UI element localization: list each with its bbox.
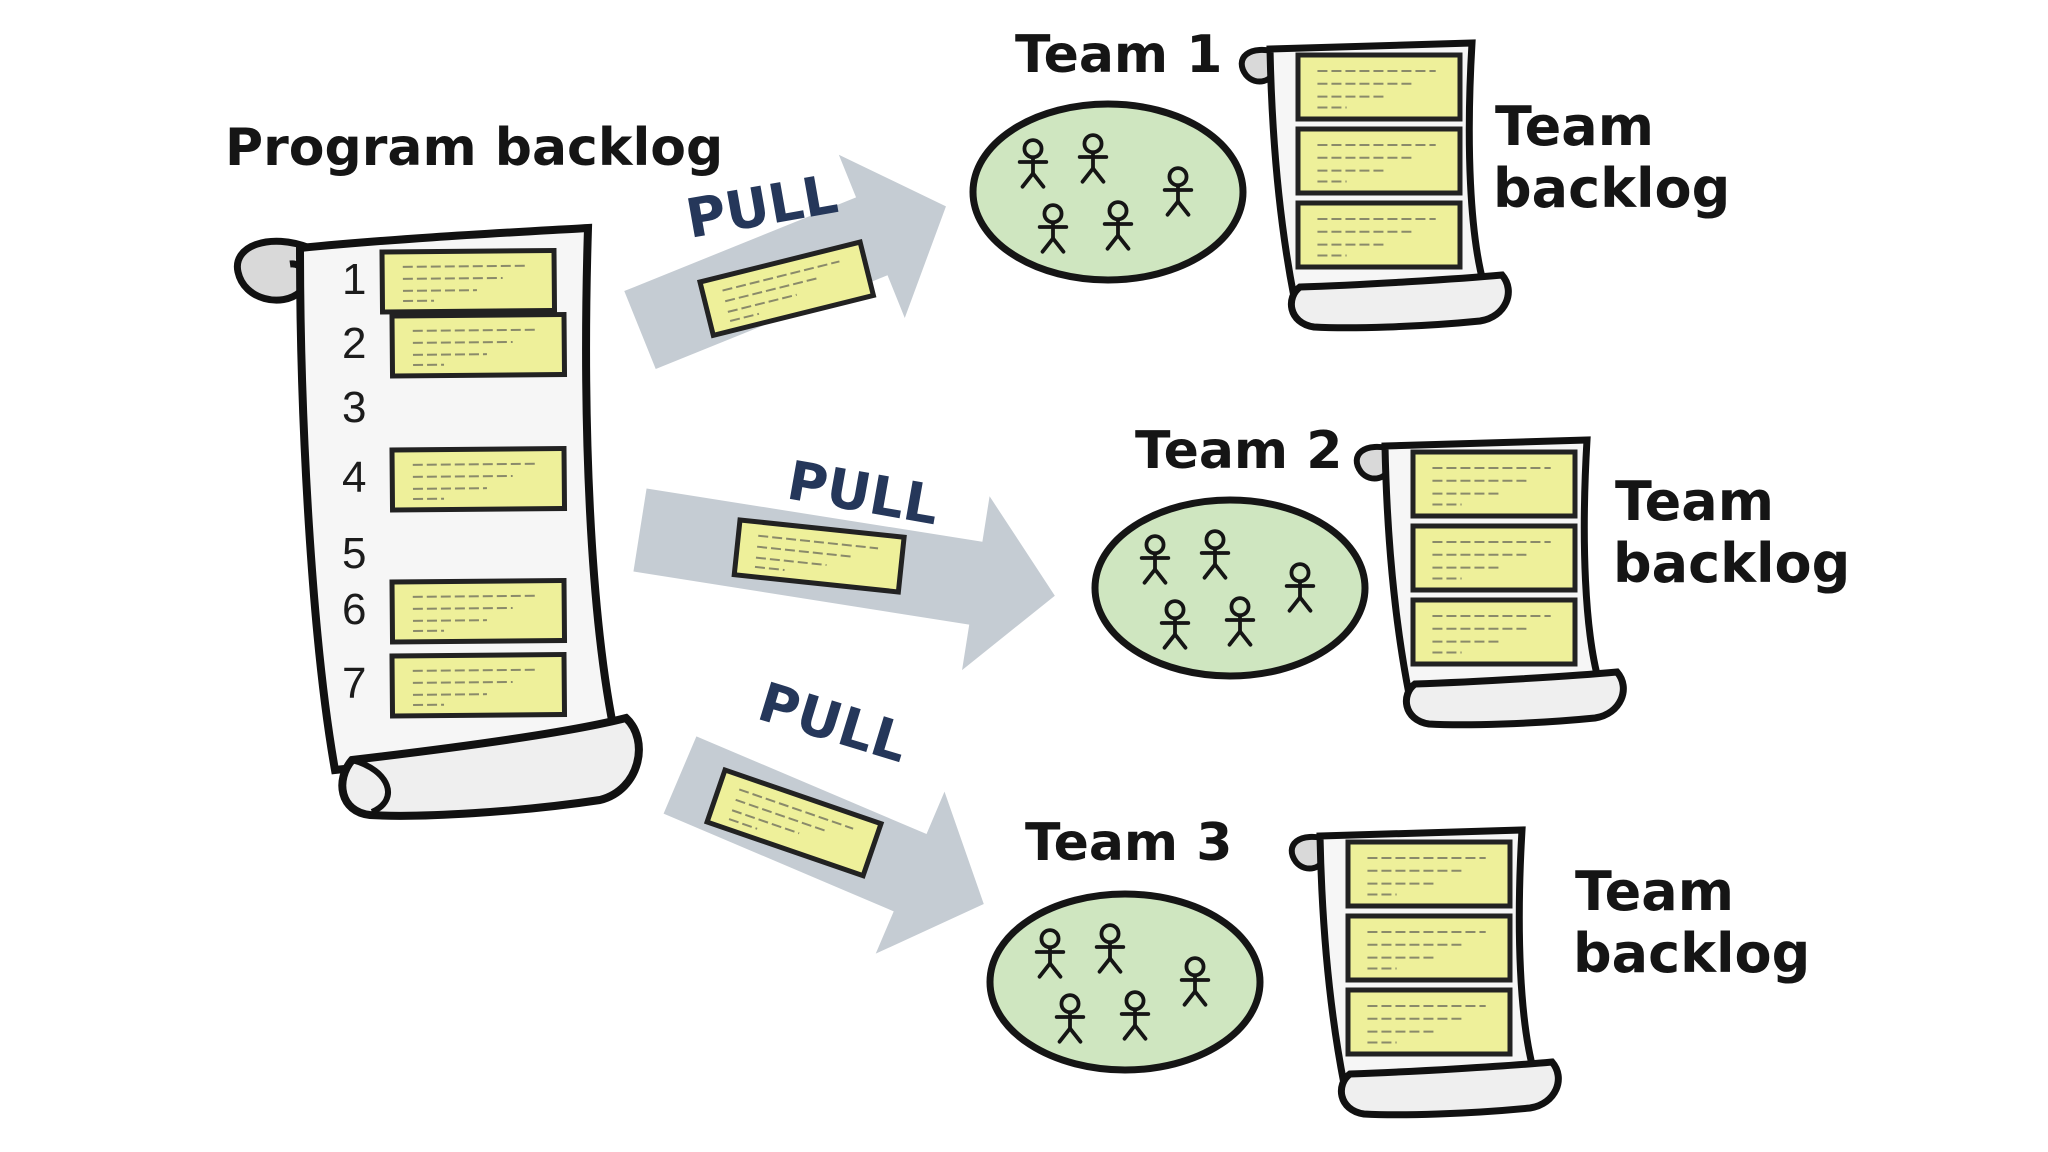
program-backlog-card xyxy=(389,651,568,719)
team-backlog-card xyxy=(1410,523,1578,593)
team-member-icon xyxy=(1054,993,1086,1044)
team-backlog-label: backlog xyxy=(1613,532,1850,595)
program-backlog-card xyxy=(389,311,568,379)
program-row-number: 3 xyxy=(342,383,366,432)
team-name: Team 1 xyxy=(1015,25,1222,85)
team-backlog-card xyxy=(1295,52,1463,122)
team-backlog-label: backlog xyxy=(1493,157,1730,220)
team-backlog-card xyxy=(1295,126,1463,196)
program-backlog-title: Program backlog xyxy=(225,118,723,178)
team-oval xyxy=(986,890,1264,1074)
team-member-icon xyxy=(1284,562,1316,613)
team-backlog-card xyxy=(1410,597,1578,667)
team-oval xyxy=(1091,496,1369,680)
program-row-number: 2 xyxy=(342,319,366,368)
team-backlog-scroll xyxy=(1353,436,1627,729)
program-row-number: 5 xyxy=(342,529,366,578)
team-member-icon xyxy=(1162,166,1194,217)
team-backlog-label: backlog xyxy=(1573,922,1810,985)
team-member-icon xyxy=(1179,956,1211,1007)
program-row-number: 7 xyxy=(342,659,366,708)
team-name: Team 2 xyxy=(1135,421,1342,481)
team-member-icon xyxy=(1159,599,1191,650)
team-member-icon xyxy=(1224,596,1256,647)
program-backlog: Program backlog 1 2 3 4 5 6 7 xyxy=(225,118,723,820)
program-row-number: 4 xyxy=(342,453,366,502)
team-backlog-card xyxy=(1345,839,1513,909)
pulled-card xyxy=(731,517,907,595)
team-backlog-card xyxy=(1345,913,1513,983)
team-name: Team 3 xyxy=(1025,813,1232,873)
team-backlog-scroll xyxy=(1238,39,1512,332)
team-member-icon xyxy=(1094,923,1126,974)
team-oval xyxy=(969,100,1247,284)
team-backlog-scroll xyxy=(1288,826,1562,1119)
team-member-icon xyxy=(1034,928,1066,979)
team-member-icon xyxy=(1077,133,1109,184)
scroll-bottom-curl xyxy=(338,713,643,820)
program-backlog-card xyxy=(379,247,558,315)
team-member-icon xyxy=(1139,534,1171,585)
pulled-card xyxy=(696,239,877,339)
team-backlog-card xyxy=(1410,449,1578,519)
team-backlog-card xyxy=(1345,987,1513,1057)
program-row-number: 6 xyxy=(342,585,366,634)
program-backlog-rows: 1 2 3 4 5 6 7 xyxy=(342,247,568,719)
team-backlog-label: Team xyxy=(1615,470,1774,533)
program-backlog-card xyxy=(389,577,568,645)
program-row-number: 1 xyxy=(342,255,366,304)
team-member-icon xyxy=(1017,138,1049,189)
team-member-icon xyxy=(1119,990,1151,1041)
team-member-icon xyxy=(1037,203,1069,254)
team-member-icon xyxy=(1102,200,1134,251)
team-member-icon xyxy=(1199,529,1231,580)
team-backlog-card xyxy=(1295,200,1463,270)
team-backlog-label: Team xyxy=(1495,95,1654,158)
team-backlog-label: Team xyxy=(1575,860,1734,923)
pull-label: PULL xyxy=(751,670,915,775)
program-backlog-card xyxy=(389,445,568,513)
pulled-card xyxy=(703,766,885,879)
